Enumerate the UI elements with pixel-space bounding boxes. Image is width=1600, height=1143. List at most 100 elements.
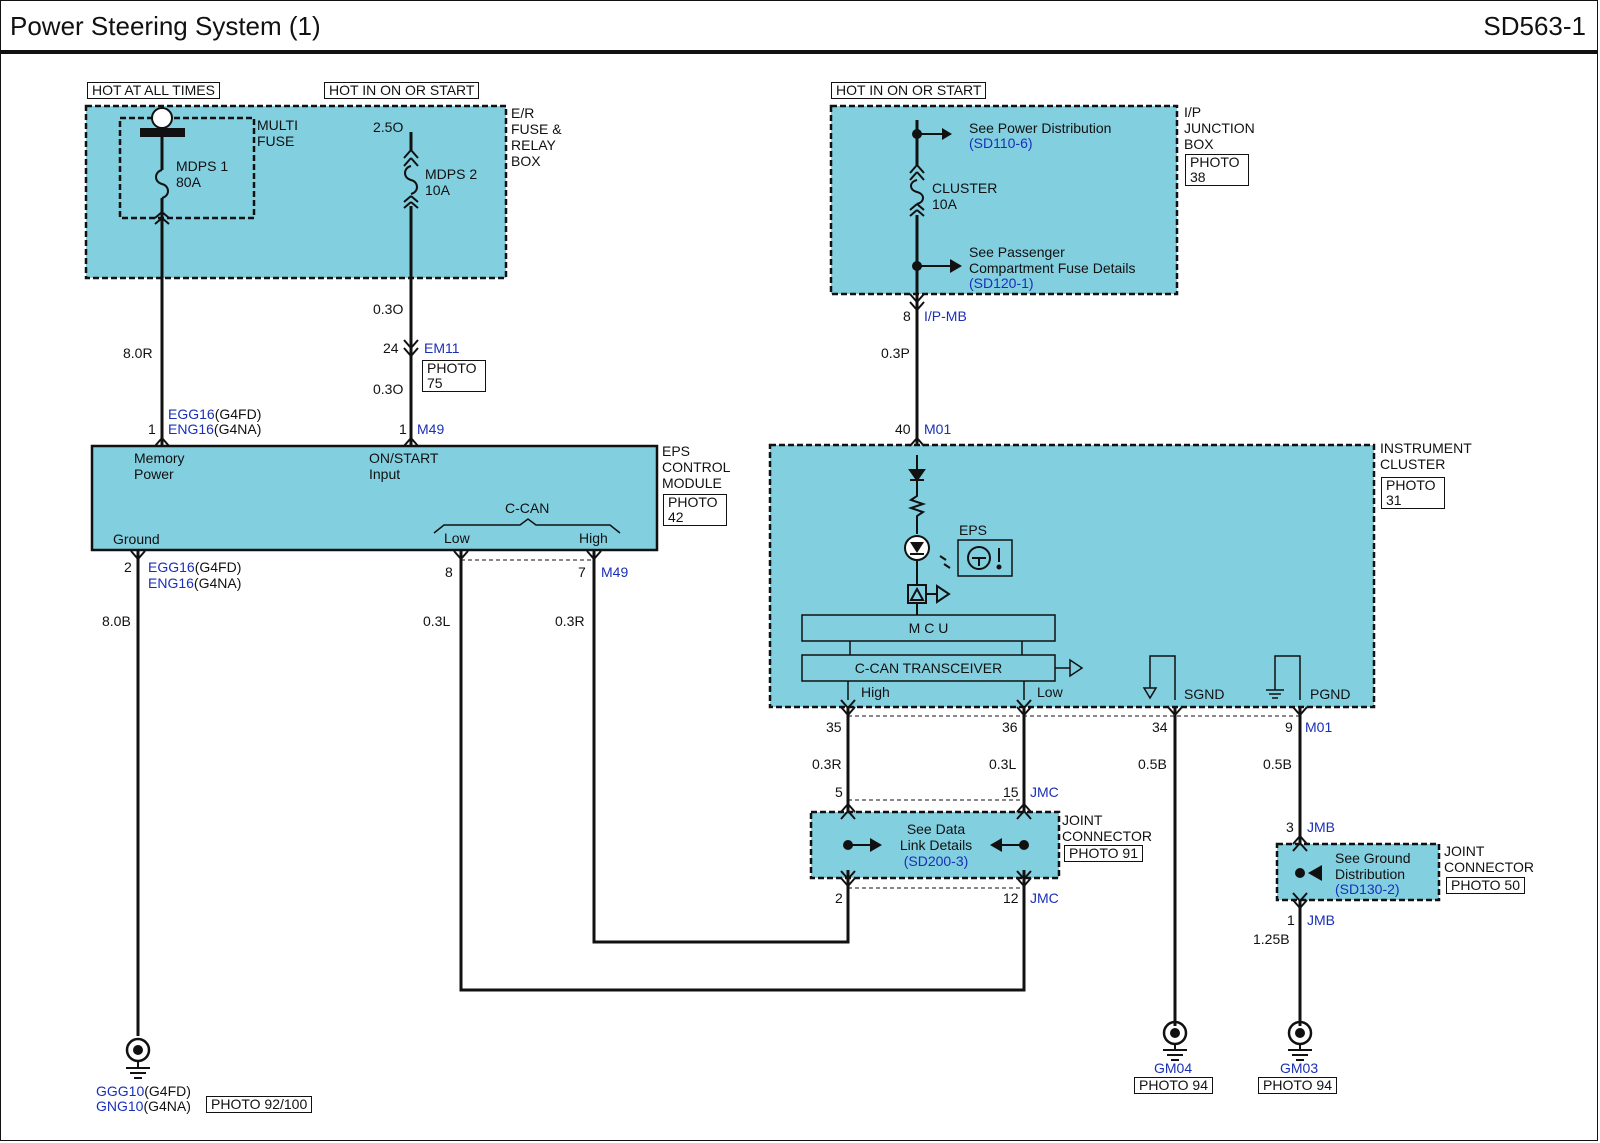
jmc-pin-5: 5 [835, 784, 843, 800]
see-power-distribution: See Power Distribution [969, 120, 1112, 136]
photo-50: PHOTO 50 [1446, 877, 1525, 894]
wire-0-3l-left: 0.3L [423, 613, 451, 629]
cluster-low-label: Low [1037, 684, 1063, 700]
connector-egg16-top: EGG16(G4FD) [168, 406, 262, 422]
ground-gm03: GM03 [1280, 1060, 1319, 1076]
instrument-cluster-box [768, 443, 1376, 709]
wire-0-3o-upper: 0.3O [373, 301, 404, 317]
connector-em11: EM11 [424, 340, 460, 356]
photo-31: PHOTO 31 [1381, 477, 1445, 509]
pin-34: 34 [1152, 719, 1168, 735]
cluster-fuse-label: CLUSTER 10A [932, 180, 998, 212]
wire-0-3l-cluster: 0.3L [989, 756, 1017, 772]
wire-0-3o-lower: 0.3O [373, 381, 404, 397]
eps-control-module-label: EPS CONTROL MODULE [662, 443, 731, 491]
jmc-joint-connector-label: JOINT CONNECTOR [1062, 812, 1152, 844]
wire-8-0b: 8.0B [102, 613, 131, 629]
connector-m01-bottom: M01 [1305, 719, 1333, 735]
c-can-label: C-CAN [505, 500, 550, 516]
connector-ip-mb: I/P-MB [924, 308, 967, 324]
connector-jmc-bottom: JMC [1030, 890, 1059, 906]
pin-24: 24 [383, 340, 399, 356]
connector-m49-top: M49 [417, 421, 445, 437]
wire-0-3r-left: 0.3R [555, 613, 585, 629]
wire-0-3p: 0.3P [881, 345, 910, 361]
pin-8-ipmb: 8 [903, 308, 911, 324]
cluster-high-label: High [861, 684, 890, 700]
ref-sd110-6: (SD110-6) [969, 135, 1033, 151]
title-bar: Power Steering System (1) SD563-1 [0, 0, 1598, 54]
see-ground-distribution: See Ground Distribution [1335, 850, 1411, 882]
ref-sd120-1: (SD120-1) [969, 275, 1034, 291]
c-can-low-label: Low [444, 530, 470, 546]
multi-fuse-label: MULTI FUSE [257, 117, 298, 149]
see-passenger-fuse-details: See Passenger Compartment Fuse Details [969, 244, 1136, 276]
pin-1-on-start: 1 [399, 421, 407, 437]
pin-1-memory: 1 [148, 421, 156, 437]
photo-38: PHOTO 38 [1185, 154, 1249, 186]
ground-gm04: GM04 [1154, 1060, 1193, 1076]
photo-94-gm03: PHOTO 94 [1258, 1077, 1337, 1094]
hot-on-start-label-left: HOT IN ON OR START [324, 82, 480, 99]
er-fuse-relay-box-label: E/R FUSE & RELAY BOX [511, 105, 562, 169]
ground-label: Ground [113, 531, 160, 547]
page-code: SD563-1 [1483, 11, 1586, 41]
connector-egg16-bottom: EGG16(G4FD) [148, 559, 242, 575]
mdps1-fuse-label: MDPS 1 80A [176, 158, 229, 190]
wire-0-5b-pgnd: 0.5B [1263, 756, 1292, 772]
jmc-pin-2: 2 [835, 890, 843, 906]
sgnd-label: SGND [1184, 686, 1225, 702]
ccan-transceiver-label: C-CAN TRANSCEIVER [854, 660, 1003, 676]
pin-2-ground: 2 [124, 559, 132, 575]
photo-92-100: PHOTO 92/100 [206, 1096, 313, 1113]
jmb-joint-connector-label: JOINT CONNECTOR [1444, 843, 1534, 875]
ref-sd130-2: (SD130-2) [1335, 881, 1400, 897]
connector-eng16-top: ENG16(G4NA) [168, 421, 262, 437]
wire-2-5o: 2.5O [373, 119, 404, 135]
ground-gng10: GNG10(G4NA) [96, 1098, 191, 1114]
page-title: Power Steering System (1) [10, 11, 321, 41]
pin-40: 40 [895, 421, 911, 437]
multi-fuse-box [118, 116, 256, 220]
see-data-link-details: See Data Link Details [899, 821, 973, 853]
ip-junction-box-label: I/P JUNCTION BOX [1184, 104, 1255, 152]
c-can-high-label: High [579, 530, 608, 546]
photo-91: PHOTO 91 [1064, 845, 1143, 862]
connector-eng16-bottom: ENG16(G4NA) [148, 575, 242, 591]
pin-9: 9 [1285, 719, 1293, 735]
ref-sd200-3: (SD200-3) [903, 853, 969, 869]
wire-1-25b: 1.25B [1253, 931, 1290, 947]
wire-0-5b-sgnd: 0.5B [1138, 756, 1167, 772]
jmc-pin-12: 12 [1003, 890, 1019, 906]
pin-8-low: 8 [445, 564, 453, 580]
pin-7-high: 7 [578, 564, 586, 580]
on-start-input-label: ON/START Input [369, 450, 439, 482]
hot-at-all-times-label: HOT AT ALL TIMES [87, 82, 220, 99]
photo-42: PHOTO 42 [663, 494, 727, 526]
eps-control-module-box [90, 444, 659, 552]
instrument-cluster-label: INSTRUMENT CLUSTER [1380, 440, 1472, 472]
mcu-label: M C U [908, 620, 949, 636]
eps-warning-label: EPS [959, 522, 988, 538]
pin-35: 35 [826, 719, 842, 735]
connector-m49-bottom: M49 [601, 564, 629, 580]
photo-94-gm04: PHOTO 94 [1134, 1077, 1213, 1094]
photo-75: PHOTO 75 [422, 360, 486, 392]
connector-jmc-top: JMC [1030, 784, 1059, 800]
ground-ggg10: GGG10(G4FD) [96, 1083, 191, 1099]
mdps2-fuse-label: MDPS 2 10A [425, 166, 478, 198]
pin-36: 36 [1002, 719, 1018, 735]
hot-on-start-label-right: HOT IN ON OR START [831, 82, 987, 99]
connector-jmb-top: JMB [1307, 819, 1335, 835]
connector-m01-top: M01 [924, 421, 952, 437]
jmb-pin-3: 3 [1286, 819, 1294, 835]
memory-power-label: Memory Power [134, 450, 185, 482]
wire-8-0r: 8.0R [123, 345, 153, 361]
ip-junction-box [829, 104, 1179, 296]
mcu-box [801, 614, 1056, 642]
wire-0-3r-cluster: 0.3R [812, 756, 842, 772]
pgnd-label: PGND [1310, 686, 1351, 702]
jmc-pin-15: 15 [1003, 784, 1019, 800]
